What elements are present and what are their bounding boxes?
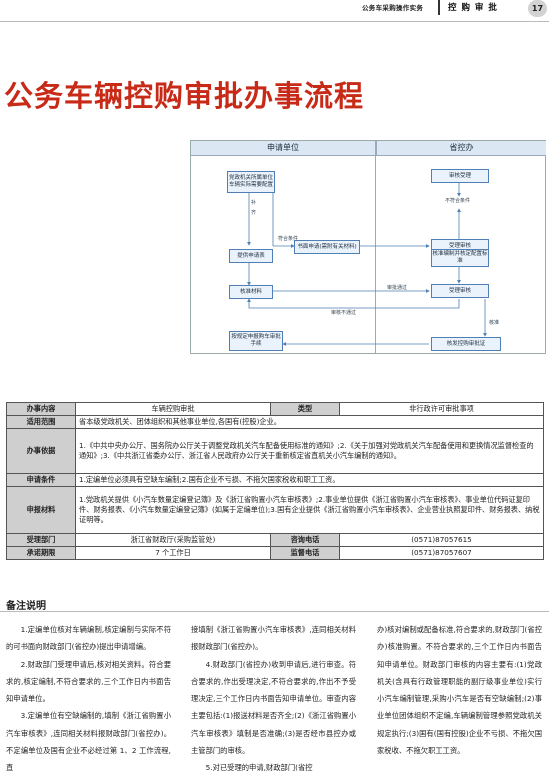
table-row: 办事内容 车辆控购审批 类型 非行政许可审批事项 (6, 402, 544, 416)
table-row: 办事依据 1.《中共中央办公厅、国务院办公厅关于调整党政机关汽车配备使用标准的通… (6, 428, 544, 474)
header-separator (438, 0, 440, 15)
table-row: 承诺期限 7 个工作日 监督电话 (0571)87057607 (6, 546, 544, 560)
flow-label-not-qualified: 不符合条件 (445, 198, 471, 204)
flow-arrows (247, 182, 487, 346)
lane-header-applicant: 申请单位 (191, 141, 375, 156)
table-cell: 浙江省财政厅(采购监管处) (75, 533, 271, 547)
flow-box-approve-quota: 核准编制并核定配置标准 (431, 249, 489, 267)
table-header: 适用范围 (6, 415, 76, 429)
table-header: 受理部门 (6, 533, 76, 547)
table-cell: 车辆控购审批 (75, 402, 271, 416)
notes-heading: 备注说明 (6, 601, 46, 612)
table-header: 办事内容 (6, 402, 76, 416)
note-paragraph: 办)核对编制或配备标准,符合要求的,财政部门(省控办)核准购置。不符合要求的,三… (377, 625, 542, 756)
notes-column-2: 接填制《浙江省购置小汽车审核表》,连同相关材料报财政部门(省控办)。 4.财政部… (191, 621, 356, 777)
notes-rule (0, 611, 549, 612)
table-cell: 7 个工作日 (75, 546, 271, 560)
note-paragraph: 3.定编单位有空缺编制的,填制《浙江省购置小汽车审核表》,连同相关材料报财政部门… (6, 711, 171, 773)
table-header: 监督电话 (270, 546, 340, 560)
page-title: 公务车辆控购审批办事流程 (4, 79, 365, 113)
note-paragraph: 2.财政部门受理申请后,核对相关资料。符合要求的,核定编制,不符合要求的,三个工… (6, 659, 171, 704)
note-paragraph: 5.对已受理的申请,财政部门(省控 (205, 763, 313, 773)
flow-label-supplement-2: 齐 (251, 210, 257, 216)
running-header-left: 公务车采购操作实务 (362, 4, 424, 12)
note-paragraph: 接填制《浙江省购置小汽车审核表》,连同相关材料报财政部门(省控办)。 (191, 625, 356, 652)
table-header: 申报材料 (6, 486, 76, 534)
flow-label-rejected: 审核不通过 (331, 310, 357, 316)
table-header: 申请条件 (6, 473, 76, 487)
lane-header-control-office: 省控办 (376, 141, 546, 156)
table-cell: 1.定编单位必须具有空缺车编制;2.国有企业不亏损、不拖欠国家税收和职工工资。 (75, 473, 544, 487)
table-row: 申报材料 1.党政机关提供《小汽车数量定编登记簿》及《浙江省购置小汽车审核表》;… (6, 486, 544, 534)
table-cell: (0571)87057607 (339, 546, 544, 560)
flow-label-qualified: 符合条件 (278, 236, 299, 242)
flow-label-supplement-1: 补 (251, 200, 257, 206)
table-row: 受理部门 浙江省财政厅(采购监管处) 咨询电话 (0571)87057615 (6, 533, 544, 547)
service-info-table: 办事内容 车辆控购审批 类型 非行政许可审批事项 适用范围 省本级党政机关、团体… (6, 402, 544, 560)
flow-box-verify-materials: 核准材料 (229, 285, 273, 299)
flow-box-written-application: 书面申请(需附有关材料) (294, 240, 360, 254)
table-cell: (0571)87057615 (339, 533, 544, 547)
notes-column-1: 1.定编单位核对车辆编制,核定编制与实际不符的可书面向财政部门(省控办)提出申请… (6, 621, 171, 777)
note-paragraph: 1.定编单位核对车辆编制,核定编制与实际不符的可书面向财政部门(省控办)提出申请… (6, 625, 171, 652)
table-header: 咨询电话 (270, 533, 340, 547)
table-header: 办事依据 (6, 428, 76, 474)
running-header-section: 控 购 审 批 (448, 3, 498, 13)
table-row: 申请条件 1.定编单位必须具有空缺车编制;2.国有企业不亏损、不拖欠国家税收和职… (6, 473, 544, 487)
flow-box-accept-review-2: 受理审核 (431, 284, 489, 298)
flow-label-approve: 核准 (489, 320, 500, 326)
flow-label-approved: 审批通过 (387, 285, 408, 291)
table-row: 适用范围 省本级党政机关、团体组织和其他事业单位,各国有(控股)企业。 (6, 415, 544, 429)
table-cell: 1.党政机关提供《小汽车数量定编登记簿》及《浙江省购置小汽车审核表》;2.事业单… (75, 486, 544, 534)
notes-column-3: 办)核对编制或配备标准,符合要求的,财政部门(省控办)核准购置。不符合要求的,三… (377, 621, 542, 759)
flow-box-review-accept: 审核受理 (431, 169, 489, 183)
flow-diagram: 申请单位 省控办 党政机关所属单位车辆实际需要配置 书面申请(需附有关材料) 提… (190, 140, 546, 354)
table-header: 类型 (270, 402, 340, 416)
table-cell: 非行政许可审批事项 (339, 402, 544, 416)
flow-box-application-form: 提供申请表 (229, 249, 273, 263)
note-paragraph: 4.财政部门(省控办)收到申请后,进行审查。符合要求的,作出受理决定,不符合要求… (191, 659, 356, 756)
flow-box-vehicle-need: 党政机关所属单位车辆实际需要配置 (227, 171, 275, 193)
table-cell: 省本级党政机关、团体组织和其他事业单位,各国有(控股)企业。 (75, 415, 544, 429)
flow-box-issue-certificate: 核发控购审批证 (431, 337, 501, 351)
lane-divider (375, 141, 376, 353)
header-rule (0, 21, 549, 22)
arrow-b10-b4-reject (247, 298, 460, 309)
page-number: 17 (528, 0, 547, 17)
flow-box-purchase-procedure: 按规定申报购车审批手续 (229, 331, 283, 351)
table-header: 承诺期限 (6, 546, 76, 560)
table-cell: 1.《中共中央办公厅、国务院办公厅关于调整党政机关汽车配备使用标准的通知》;2.… (75, 428, 544, 474)
